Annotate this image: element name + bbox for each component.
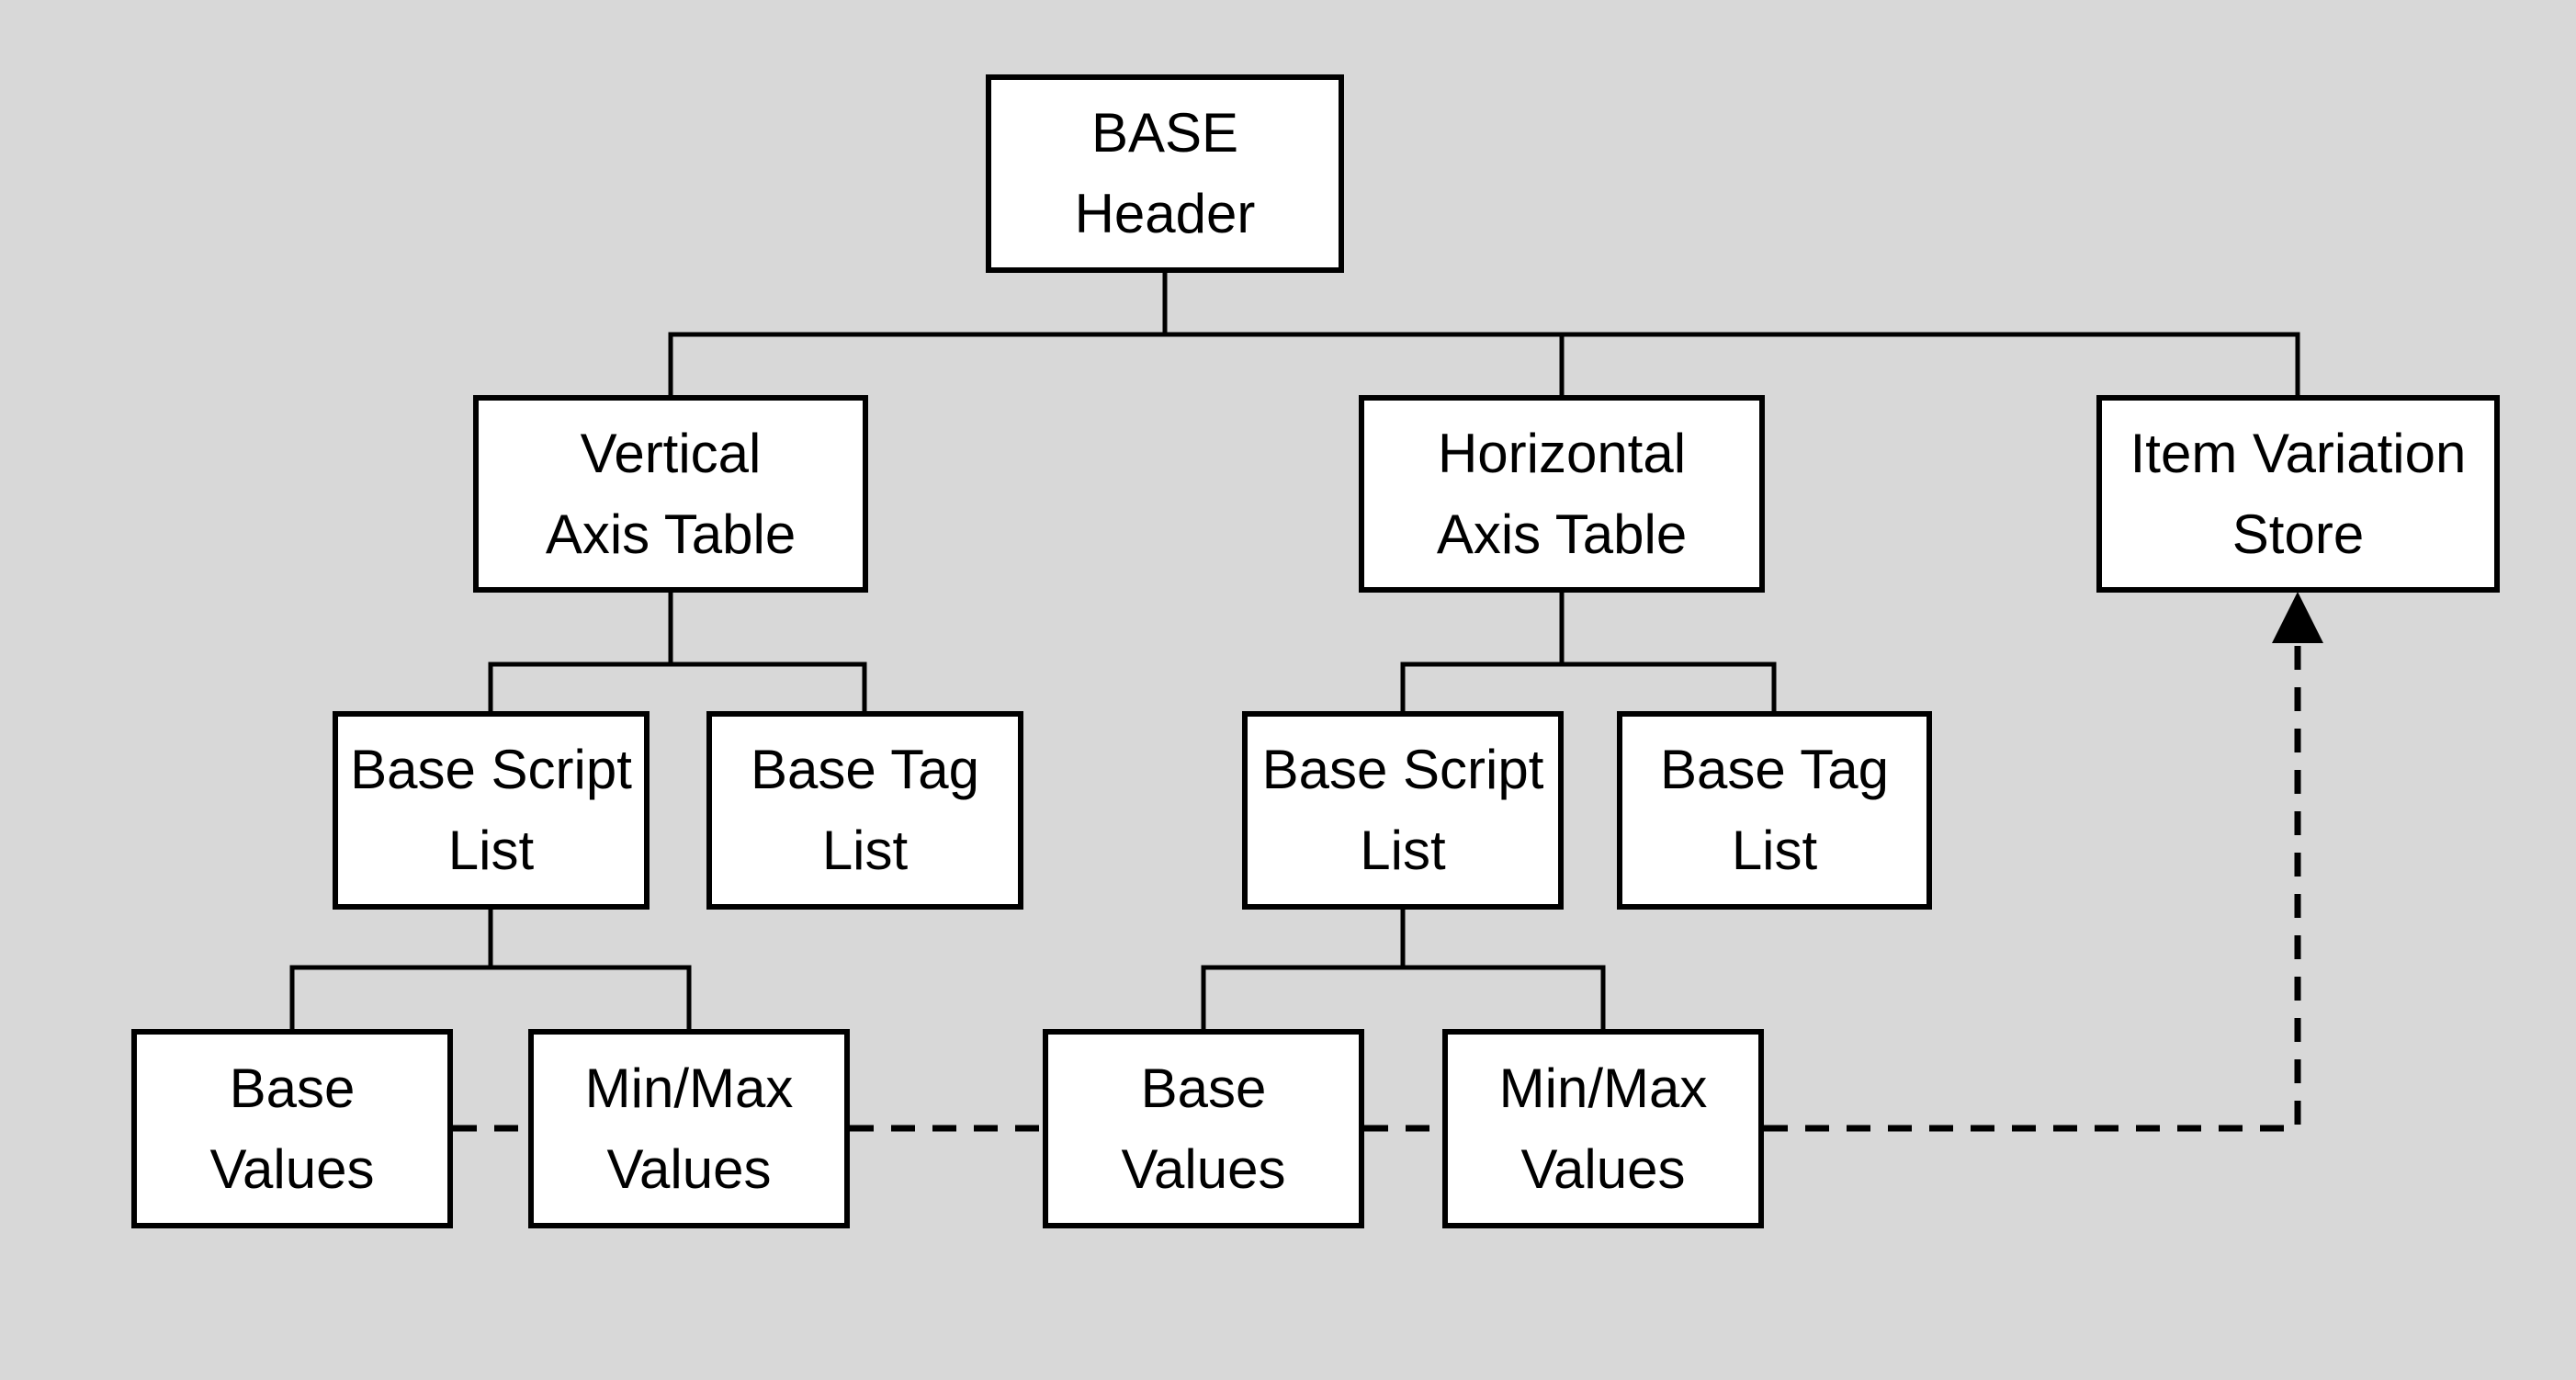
node-label: Base Values (1121, 1057, 1286, 1200)
node-label: Base Tag List (1659, 739, 1890, 881)
connector-script-list-v-bracket (289, 965, 692, 1029)
node-base-tag-list-vertical: Base Tag List (706, 711, 1023, 910)
node-label: Base Values (209, 1057, 375, 1200)
node-minmax-values-horizontal: Min/Max Values (1442, 1029, 1764, 1228)
node-item-variation-store: Item Variation Store (2096, 395, 2500, 593)
connector-horizontal-axis-bracket (1400, 662, 1777, 711)
node-label: Base Script List (1261, 739, 1544, 881)
node-base-script-list-horizontal: Base Script List (1242, 711, 1564, 910)
node-label: Horizontal Axis Table (1436, 422, 1688, 565)
node-base-script-list-vertical: Base Script List (333, 711, 650, 910)
node-base-tag-list-horizontal: Base Tag List (1617, 711, 1932, 910)
node-minmax-values-vertical: Min/Max Values (528, 1029, 850, 1228)
node-label: Vertical Axis Table (545, 422, 797, 565)
node-base-values-horizontal: Base Values (1043, 1029, 1364, 1228)
node-label: Min/Max Values (1498, 1057, 1708, 1200)
node-label: Min/Max Values (584, 1057, 794, 1200)
node-vertical-axis-table: Vertical Axis Table (473, 395, 868, 593)
connector-level1-bracket (668, 332, 2300, 395)
connector-vertical-axis-bracket (488, 662, 867, 711)
node-label: Base Tag List (750, 739, 980, 881)
connector-script-list-h-bracket (1201, 965, 1606, 1029)
node-horizontal-axis-table: Horizontal Axis Table (1359, 395, 1765, 593)
node-label: BASE Header (1074, 102, 1256, 244)
node-base-values-vertical: Base Values (131, 1029, 453, 1228)
node-base-header: BASE Header (986, 74, 1344, 273)
node-label: Item Variation Store (2130, 422, 2467, 565)
arrowhead-up-icon (2272, 592, 2323, 643)
node-label: Base Script List (350, 739, 632, 881)
dashed-link-to-item-variation-store (1764, 645, 2301, 1132)
